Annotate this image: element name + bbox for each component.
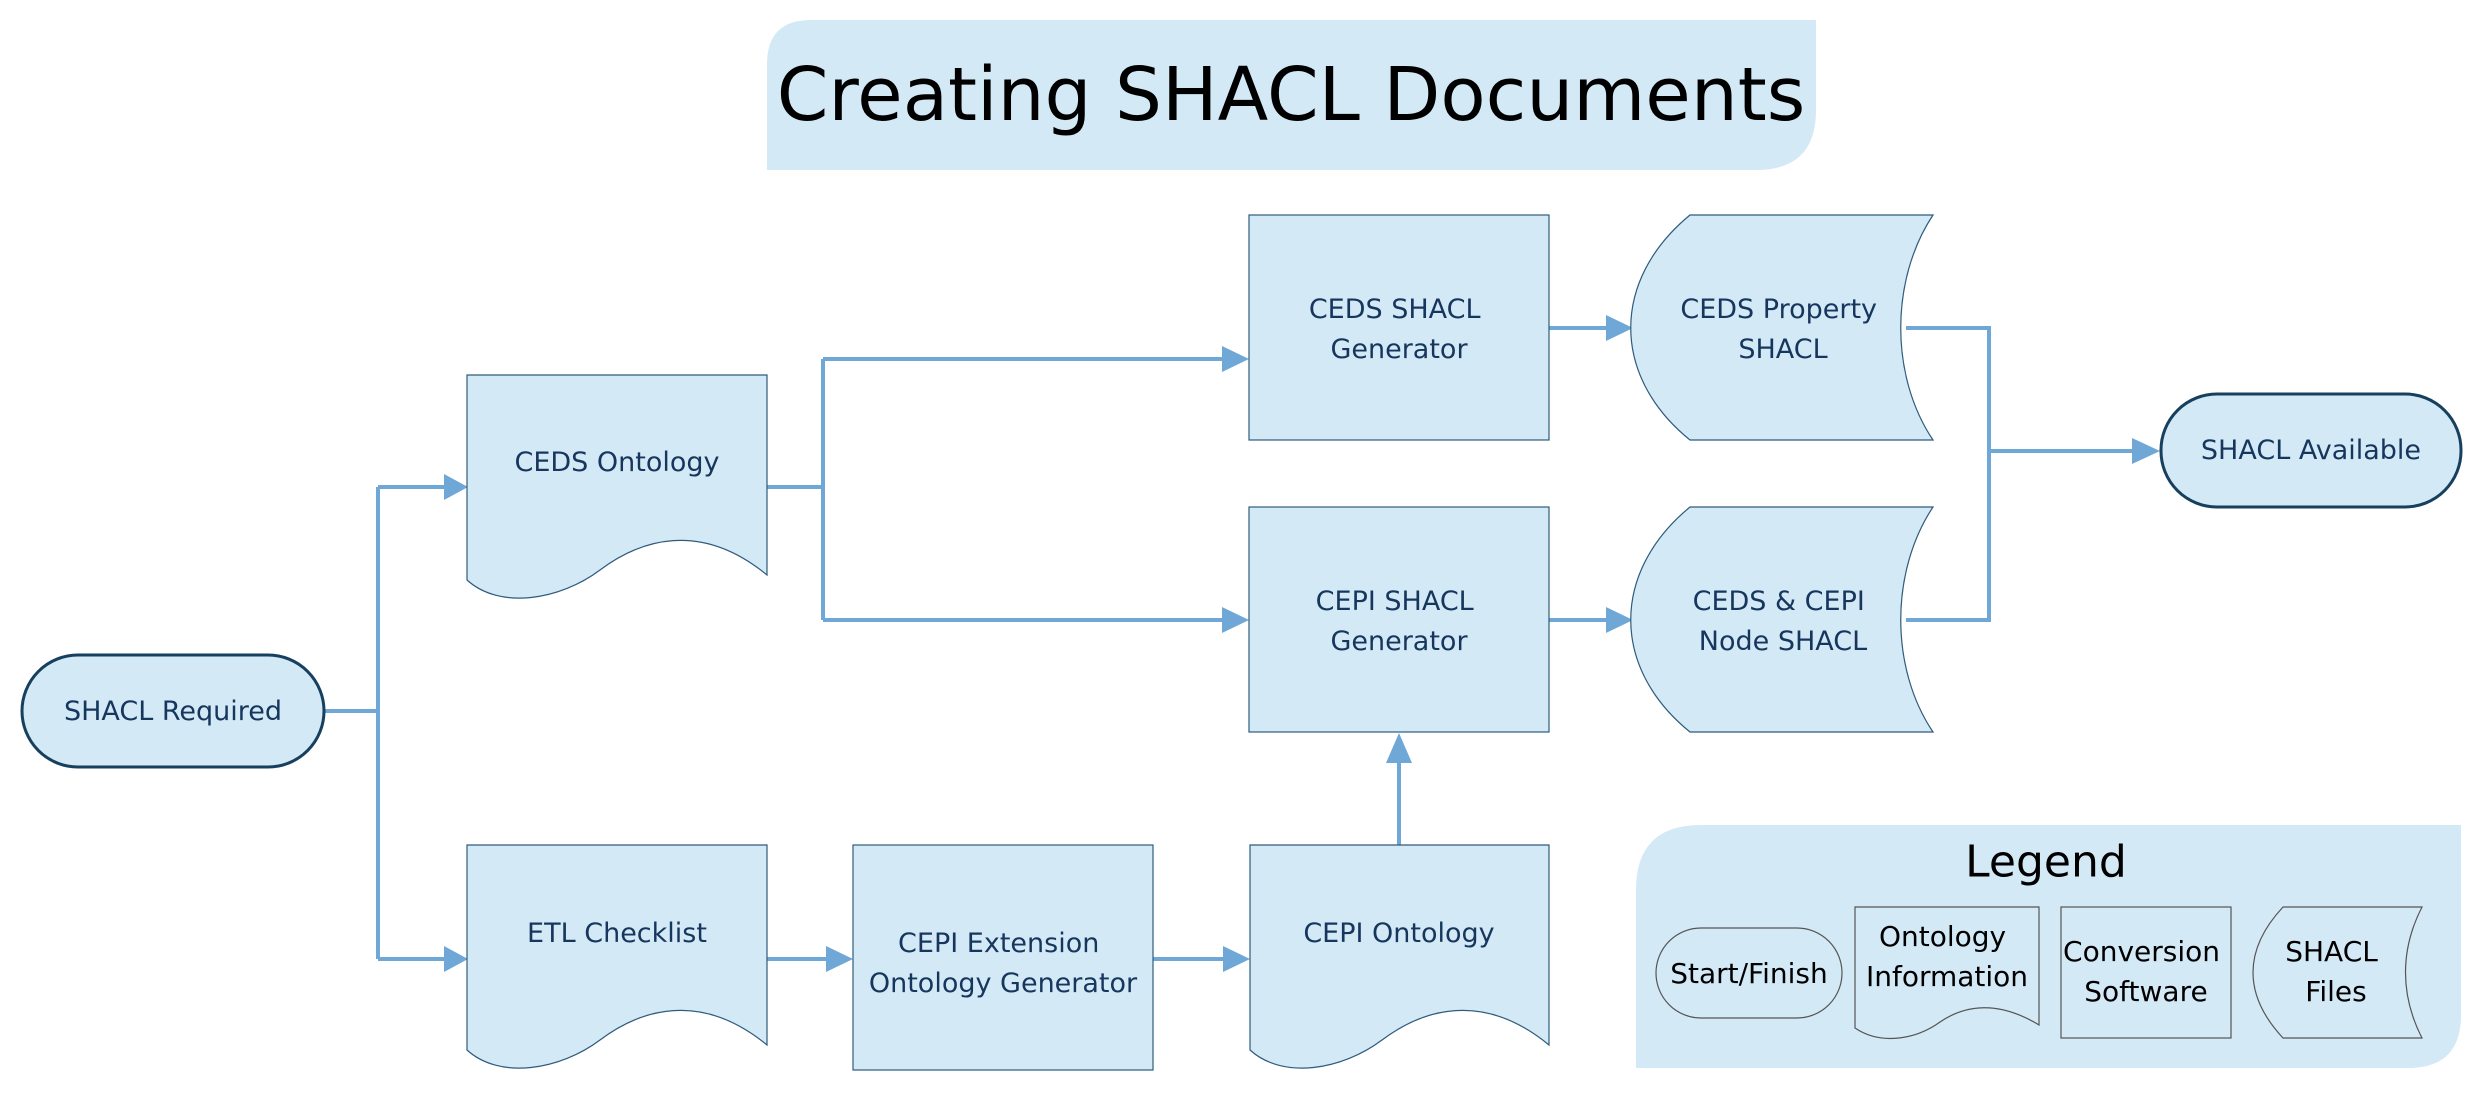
shacl-available-node: SHACL Available — [2159, 392, 2463, 509]
ceds-ontology-shape — [466, 374, 768, 599]
shacl-required-node: SHACL Required — [20, 653, 326, 769]
ceds-cepi-node-shacl-label: CEDS & CEPI Node SHACL — [1693, 586, 1874, 657]
ceds-shacl-generator-node: CEDS SHACL Generator — [1248, 214, 1550, 441]
shacl-required-shape — [20, 653, 326, 769]
legend-item-conversion-software: Conversion Software — [2060, 906, 2232, 1039]
legend-ontology-information-label: Ontology Information — [1866, 920, 2028, 993]
legend-item-start-finish: Start/Finish — [1655, 927, 1843, 1019]
connector-required-branch — [324, 485, 448, 961]
cepi-ontology-node: CEPI Ontology — [1249, 844, 1550, 1069]
shacl-required-label: SHACL Required — [64, 696, 282, 727]
arrow-to-extension-generator — [826, 946, 853, 972]
etl-checklist-label: ETL Checklist — [527, 918, 707, 949]
ceds-ontology-label: CEDS Ontology — [514, 447, 719, 478]
arrow-to-ceds-ontology — [444, 474, 468, 500]
arrow-to-node-shacl — [1606, 607, 1633, 633]
legend-background — [1636, 825, 2461, 1068]
arrow-to-etl-checklist — [444, 946, 468, 972]
shacl-available-shape — [2159, 392, 2463, 509]
ceds-property-shacl-shape — [1630, 214, 1935, 441]
legend-title: Legend — [1965, 837, 2127, 888]
legend-conversion-software-shape — [2060, 906, 2232, 1039]
ceds-shacl-generator-shape — [1248, 214, 1550, 441]
cepi-extension-generator-shape — [852, 844, 1154, 1071]
diagram-title: Creating SHACL Documents — [777, 52, 1806, 138]
ceds-cepi-node-shacl-shape — [1630, 506, 1935, 733]
connector-ceds-ontology-branch — [767, 357, 1226, 622]
ceds-ontology-node: CEDS Ontology — [466, 374, 768, 599]
arrow-to-ceds-shacl-generator — [1222, 346, 1249, 372]
legend-shacl-files-shape — [2252, 906, 2423, 1039]
legend: Legend Start/Finish Ontology Information… — [1636, 825, 2461, 1068]
cepi-shacl-generator-node: CEPI SHACL Generator — [1248, 506, 1550, 733]
ceds-shacl-generator-label: CEDS SHACL Generator — [1309, 294, 1489, 365]
legend-start-finish-label: Start/Finish — [1670, 957, 1828, 990]
connector-shacl-merge — [1906, 326, 2136, 622]
arrow-to-cepi-shacl-generator-left — [1222, 607, 1249, 633]
arrow-to-cepi-shacl-generator — [1386, 733, 1412, 763]
etl-checklist-shape — [466, 844, 768, 1069]
ceds-property-shacl-label: CEDS Property SHACL — [1680, 294, 1885, 365]
cepi-extension-generator-label: CEPI Extension Ontology Generator — [869, 928, 1138, 999]
ceds-cepi-node-shacl-node: CEDS & CEPI Node SHACL — [1630, 506, 1935, 733]
cepi-ontology-label: CEPI Ontology — [1303, 918, 1494, 949]
legend-item-shacl-files: SHACL Files — [2252, 906, 2423, 1039]
arrow-to-ceds-property-shacl — [1606, 315, 1633, 341]
legend-conversion-software-label: Conversion Software — [2063, 935, 2229, 1008]
cepi-extension-generator-node: CEPI Extension Ontology Generator — [852, 844, 1154, 1071]
etl-checklist-node: ETL Checklist — [466, 844, 768, 1069]
shacl-available-label: SHACL Available — [2201, 435, 2421, 466]
legend-ontology-information-shape — [1854, 906, 2040, 1040]
legend-start-finish-shape — [1655, 927, 1843, 1019]
arrow-to-shacl-available — [2132, 438, 2160, 464]
connectors — [324, 315, 2160, 972]
ceds-property-shacl-node: CEDS Property SHACL — [1630, 214, 1935, 441]
title-banner — [767, 20, 1816, 170]
cepi-shacl-generator-label: CEPI SHACL Generator — [1316, 586, 1483, 657]
cepi-shacl-generator-shape — [1248, 506, 1550, 733]
legend-item-ontology-information: Ontology Information — [1854, 906, 2040, 1040]
arrow-to-cepi-ontology — [1223, 946, 1250, 972]
legend-shacl-files-label: SHACL Files — [2285, 935, 2387, 1008]
cepi-ontology-shape — [1249, 844, 1550, 1069]
